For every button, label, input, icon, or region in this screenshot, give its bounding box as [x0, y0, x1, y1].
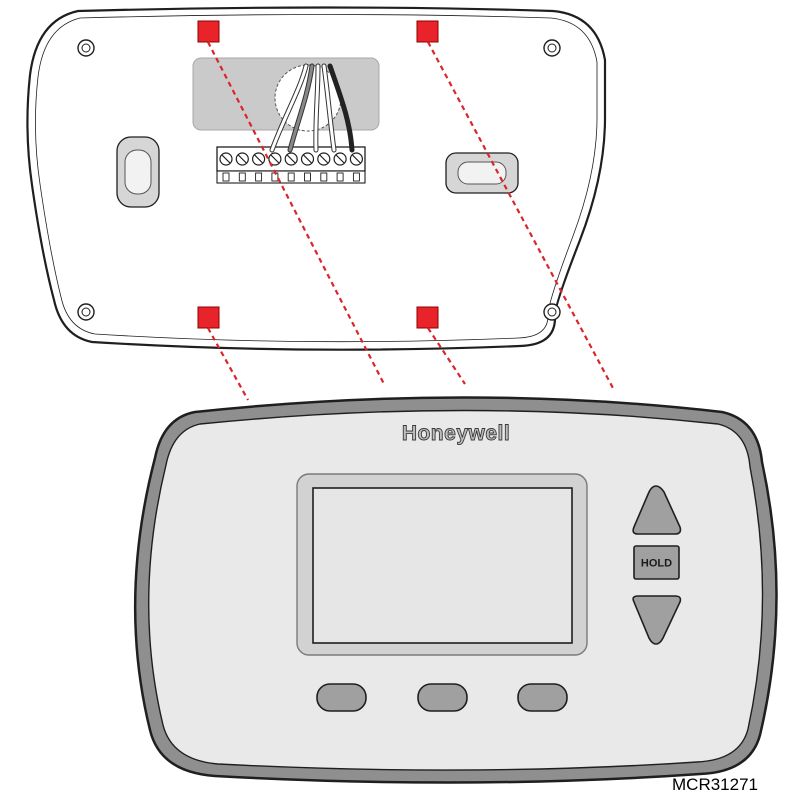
soft-button-center[interactable] [417, 683, 468, 712]
terminal-screw [252, 152, 266, 166]
terminal-screw [268, 152, 282, 166]
terminal-tab [352, 172, 360, 182]
screw-hole-bottom-left [77, 303, 95, 321]
terminal-screw [219, 152, 233, 166]
hold-button-label: HOLD [641, 558, 672, 570]
terminal-screw [284, 152, 298, 166]
alignment-lines [207, 41, 615, 401]
figure-code: MCR31271 [672, 775, 758, 794]
alignment-marker-bottom-right [416, 306, 439, 329]
alignment-marker-top-right [416, 20, 439, 43]
soft-button-right[interactable] [517, 683, 568, 712]
terminal-screw [300, 152, 315, 166]
brand-logo: Honeywell [402, 422, 510, 445]
thermostat-front: Honeywell HOLD [133, 396, 778, 784]
soft-button-left[interactable] [316, 683, 367, 712]
terminal-tab [336, 172, 344, 182]
hold-button[interactable]: HOLD [633, 545, 680, 580]
alignment-marker-bottom-left [197, 306, 220, 329]
display-screen [312, 487, 573, 644]
wallplate [26, 6, 607, 351]
mounting-slot-left [116, 136, 160, 208]
screw-hole-top-right [543, 39, 561, 57]
terminal-tab [255, 172, 263, 182]
alignment-line-top-right [427, 41, 615, 391]
terminal-screw [349, 152, 363, 166]
up-arrow-icon[interactable] [632, 485, 682, 535]
mounting-slot-right [445, 152, 519, 194]
alignment-line-bottom-left [207, 327, 249, 401]
terminal-tab [320, 172, 328, 182]
screw-hole-bottom-right [543, 303, 561, 321]
screw-hole-top-left [77, 39, 95, 57]
terminal-screw [333, 152, 347, 166]
terminal-tab [304, 172, 311, 182]
thermostat-wires [269, 63, 355, 153]
terminal-screw [317, 152, 331, 166]
alignment-line-top-left [207, 41, 385, 385]
terminal-tab [238, 172, 246, 182]
terminal-tab [222, 172, 230, 182]
terminal-screw [235, 152, 249, 166]
terminal-block [216, 146, 366, 184]
wallplate-inner-edge [35, 14, 598, 343]
terminal-tab [287, 172, 295, 182]
alignment-line-bottom-right [427, 327, 466, 385]
down-arrow-icon[interactable] [632, 595, 682, 645]
alignment-marker-top-left [197, 20, 220, 43]
